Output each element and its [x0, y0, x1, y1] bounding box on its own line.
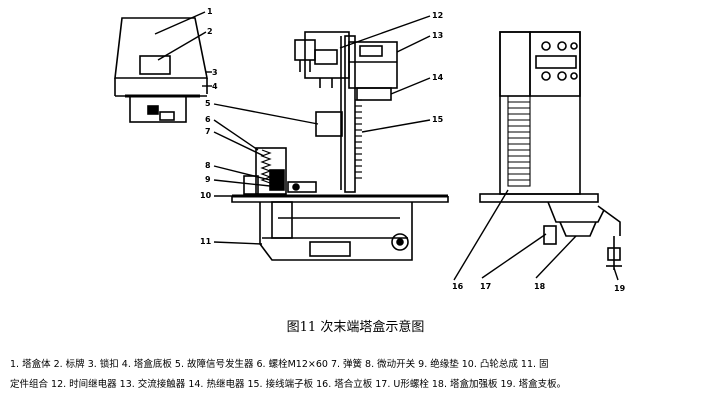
fault-signal-generator: [315, 111, 343, 137]
callout-16: 16: [452, 282, 464, 291]
nameplate: [139, 55, 171, 75]
side-reinforcement-and-bracket: [543, 201, 622, 270]
terminal-strip: [355, 99, 362, 179]
side-base-plate: [479, 193, 599, 203]
callout-14: 14: [432, 73, 444, 82]
callout-2: 2: [207, 27, 213, 36]
tower-upright-panel: [340, 35, 356, 193]
terminal-tower-box-diagram: 1 2 3 4 5 6 7 8 9 10 11 12 13 14 15 16 1…: [114, 7, 626, 293]
ac-contactor: [348, 41, 398, 89]
callout-13: 13: [432, 31, 443, 40]
callout-7: 7: [205, 127, 211, 136]
spring-and-switch-stack: [243, 147, 287, 195]
callout-3: 3: [212, 68, 218, 77]
side-view-housing: [499, 31, 581, 195]
callout-9: 9: [205, 175, 211, 184]
parts-legend-line-1: 1. 塔盒体 2. 标牌 3. 锁扣 4. 塔盒底板 5. 故障信号发生器 6.…: [10, 359, 549, 370]
callout-15: 15: [432, 115, 444, 124]
figure-caption: 图11 次末端塔盒示意图: [286, 320, 425, 335]
side-terminal-strip: [507, 95, 531, 187]
fixing-assembly: [259, 201, 413, 261]
thermal-relay: [356, 87, 392, 101]
callout-8: 8: [205, 161, 211, 170]
callout-6: 6: [205, 115, 211, 124]
callout-numbers: 1 2 3 4 5 6 7 8 9 10 11 12 13 14 15 16 1…: [200, 7, 626, 293]
leader-lines: [154, 11, 619, 281]
cam-assembly: [287, 181, 317, 193]
callout-19: 19: [614, 284, 626, 293]
callout-11: 11: [200, 237, 212, 246]
callout-4: 4: [212, 82, 218, 91]
callout-5: 5: [205, 99, 211, 108]
tower-box-base: [125, 94, 200, 123]
callout-1: 1: [207, 7, 213, 16]
parts-legend-line-2: 定件组合 12. 时间继电器 13. 交流接触器 14. 热继电器 15. 接线…: [10, 379, 567, 390]
callout-10: 10: [200, 191, 212, 200]
callout-17: 17: [480, 282, 491, 291]
tower-box-body: [114, 17, 208, 97]
callout-18: 18: [534, 282, 546, 291]
callout-12: 12: [432, 11, 443, 20]
base-plate: [231, 194, 449, 203]
time-relay: [294, 31, 350, 88]
